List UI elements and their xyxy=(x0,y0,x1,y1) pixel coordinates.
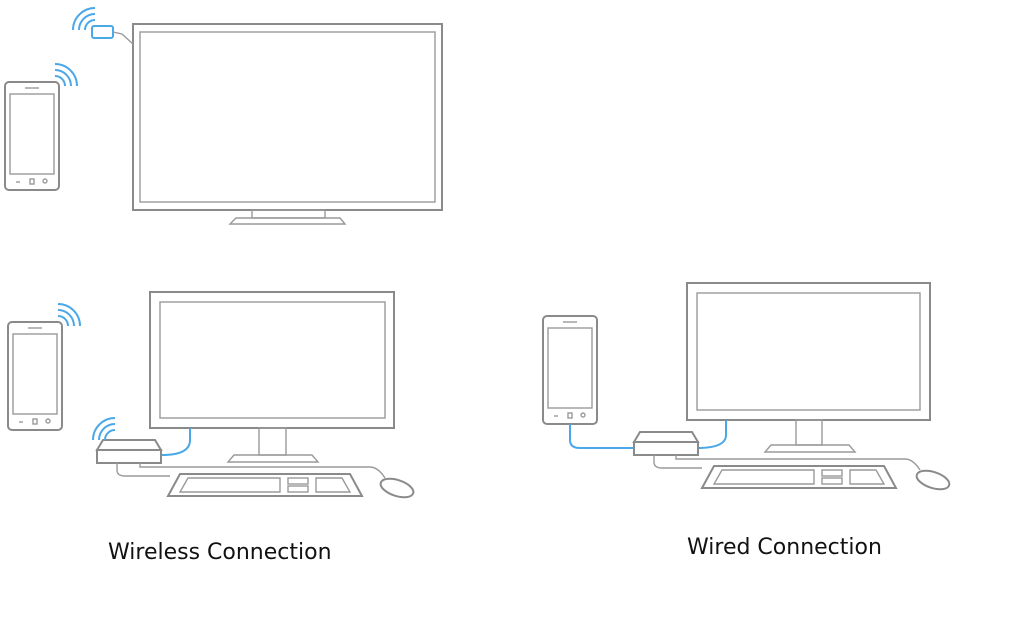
hdmi-cable xyxy=(696,420,727,449)
wireless-setup xyxy=(7,291,417,502)
dock-icon xyxy=(633,431,699,456)
phone-icon xyxy=(7,321,63,431)
keyboard-icon xyxy=(167,473,363,497)
tv-icon xyxy=(132,23,443,225)
monitor-icon xyxy=(149,291,395,463)
top-setup xyxy=(4,7,443,225)
mouse-icon xyxy=(377,474,417,502)
wired-setup xyxy=(542,282,953,494)
keyboard-cable xyxy=(653,455,702,469)
dock-wifi-icon xyxy=(92,417,116,441)
wireless-connection-label: Wireless Connection xyxy=(108,540,332,565)
wireless-dongle-icon xyxy=(91,25,134,45)
phone-icon xyxy=(542,315,598,425)
usb-cable xyxy=(569,424,634,449)
keyboard-cable xyxy=(116,463,170,477)
keyboard-icon xyxy=(701,465,897,489)
phone-icon xyxy=(4,81,60,191)
hdmi-cable xyxy=(161,428,191,456)
dock-icon xyxy=(96,439,162,464)
mouse-icon xyxy=(913,466,953,494)
wired-connection-label: Wired Connection xyxy=(687,535,882,560)
monitor-icon xyxy=(686,282,931,453)
mouse-cable xyxy=(139,463,386,479)
mouse-cable xyxy=(675,455,921,471)
